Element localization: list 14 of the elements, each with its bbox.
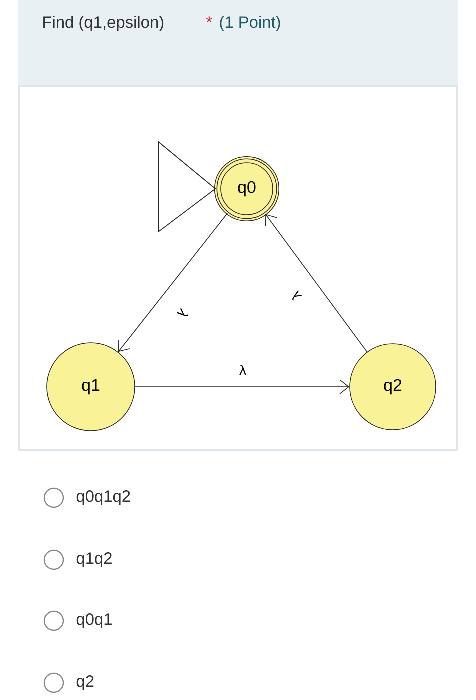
arrow xyxy=(265,214,368,352)
required-asterisk: * xyxy=(206,16,212,22)
arrow xyxy=(118,213,228,352)
edge-label: λ xyxy=(288,288,304,304)
edge-label: λ xyxy=(175,306,191,322)
accepting-state: q0 xyxy=(214,156,280,222)
option-label: q0q1 xyxy=(76,614,112,628)
arrow xyxy=(135,380,350,394)
option-label: q1q2 xyxy=(76,552,112,568)
option-label: q2 xyxy=(76,676,94,690)
option-label: q0q1q2 xyxy=(76,490,130,506)
question-title: Find (q1,epsilon) xyxy=(44,16,164,32)
edge-label: λ xyxy=(238,364,248,376)
points-label: (1 Point) xyxy=(220,16,280,32)
